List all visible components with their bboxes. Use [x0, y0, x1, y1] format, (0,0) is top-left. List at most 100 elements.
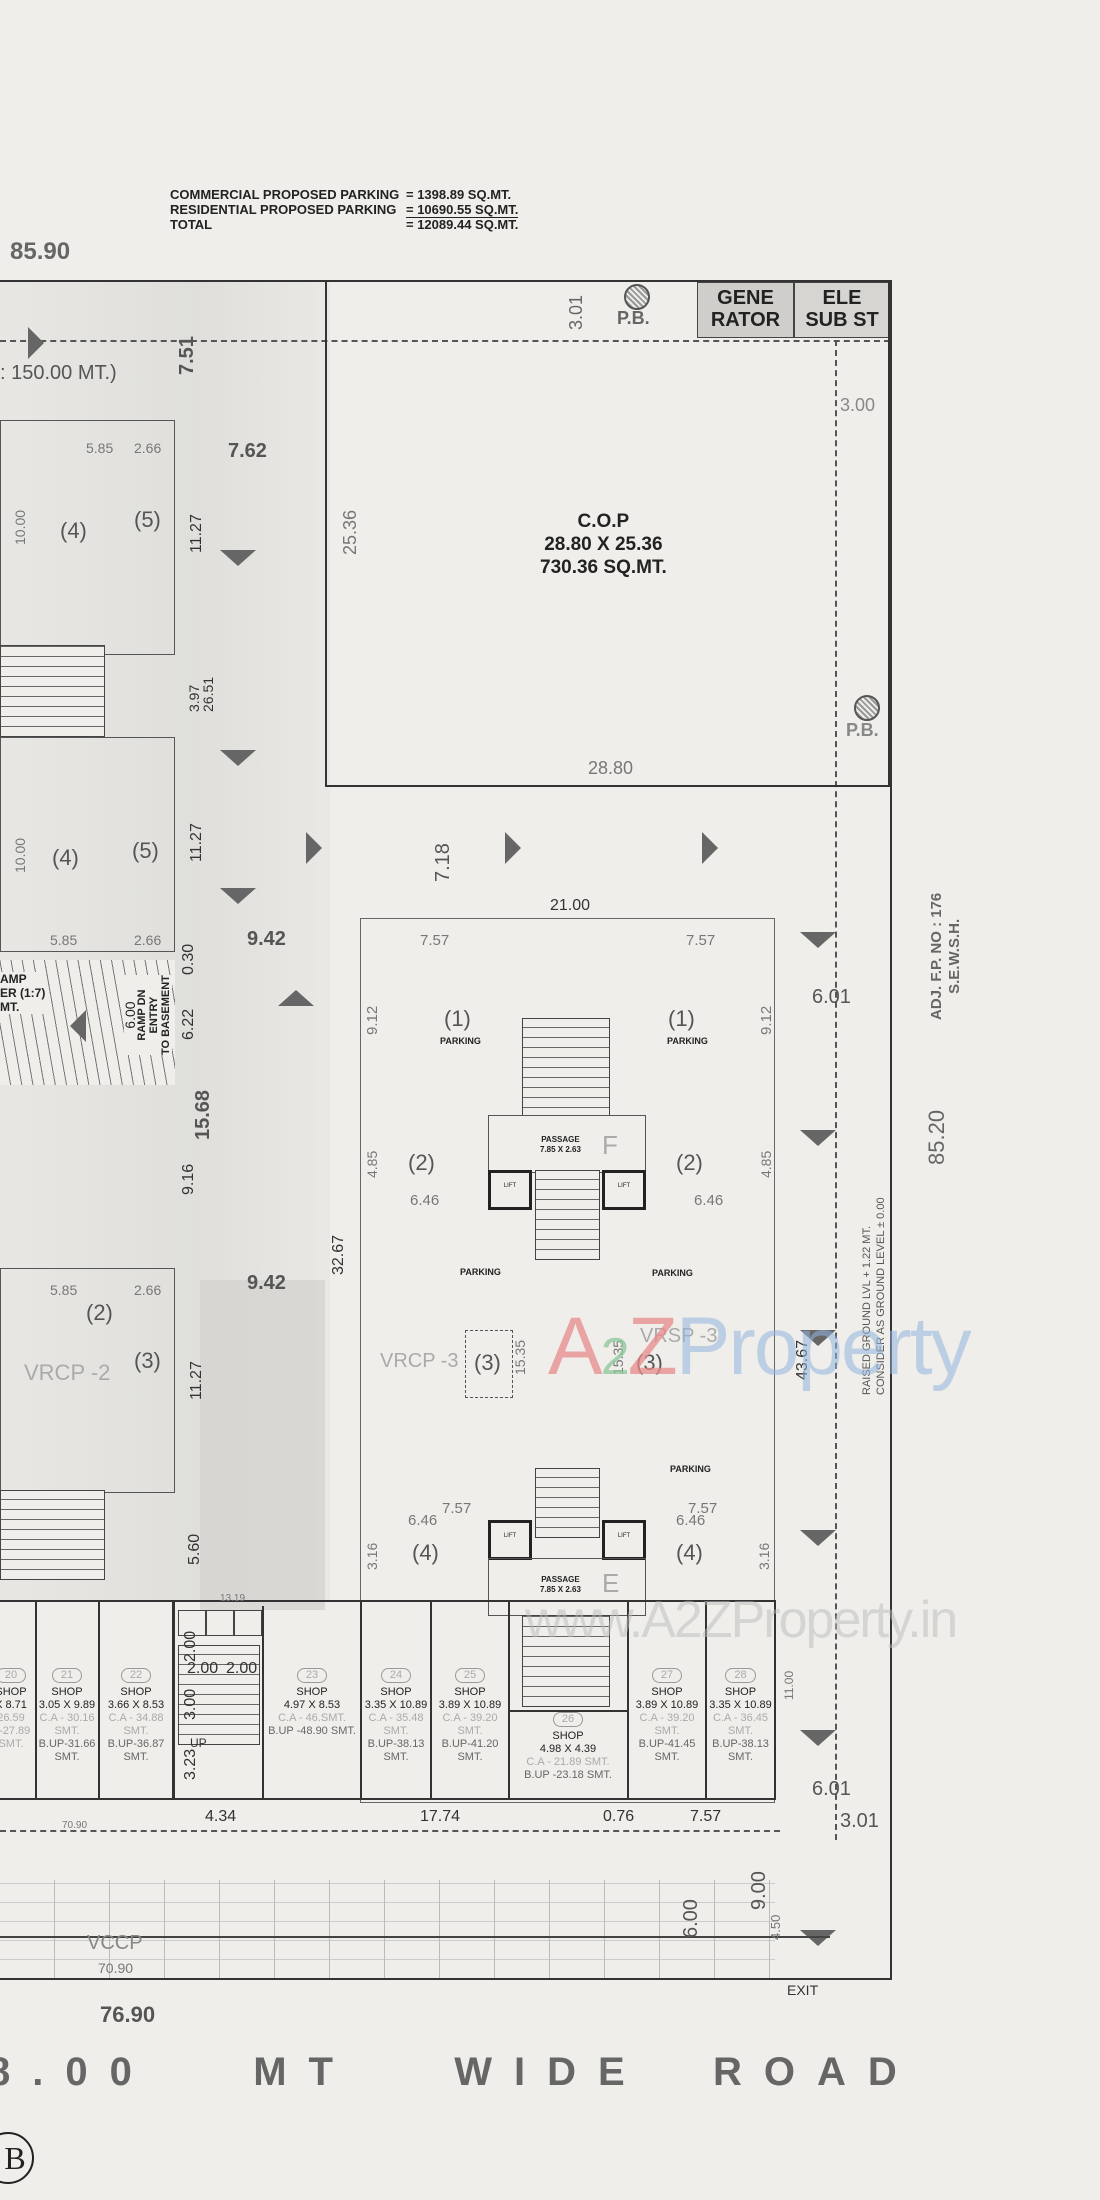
dim-2100: 21.00	[550, 897, 591, 914]
lift-e-left: LIFT	[488, 1520, 532, 1560]
dim-485-right: 4.85	[758, 1150, 774, 1178]
dim-316-right: 3.16	[756, 1542, 772, 1570]
stair-f-upper	[522, 1018, 610, 1118]
right-arrow-4	[800, 1530, 836, 1546]
tower-unit-3-right: (3)	[636, 1350, 663, 1375]
toilet-block	[178, 1610, 262, 1636]
dim-485-left: 4.85	[364, 1150, 380, 1178]
unit-4-upper: (4)	[60, 518, 87, 543]
unit-5-upper: (5)	[134, 507, 161, 532]
shop-wall-1	[35, 1600, 37, 1800]
shop-wall-5	[360, 1600, 362, 1800]
unit-4-mid: (4)	[52, 845, 79, 870]
drive-arrow-down-1	[220, 550, 256, 566]
dim-1127-a: 11.27	[188, 514, 205, 553]
vccp-label: VCCP	[87, 1932, 143, 1954]
drive-arrow-up	[278, 990, 314, 1006]
ramp-arrow-icon	[70, 1010, 86, 1042]
tower-unit-2-left: (2)	[408, 1150, 435, 1175]
dim-1127-c: 11.27	[188, 1361, 205, 1400]
shop-20: 20SHOPX 8.71 26.59P-27.89 SMT.	[0, 1668, 36, 1751]
pb-icon	[624, 284, 650, 310]
dim-266-b: 2.66	[134, 932, 162, 948]
core-up-label: UP	[190, 1736, 207, 1750]
dim-942-b: 9.42	[247, 1272, 286, 1294]
lift-e-right: LIFT	[602, 1520, 646, 1560]
parking-summary: COMMERCIAL PROPOSED PARKING= 1398.89 SQ.…	[170, 187, 519, 232]
right-arrow-2	[800, 1130, 836, 1146]
cop-width-dim: 28.80	[588, 758, 634, 778]
unit-2-lower: (2)	[86, 1300, 113, 1325]
dim-942-a: 9.42	[247, 928, 286, 950]
dim-646-c: 6.46	[408, 1512, 438, 1529]
core-dim-200-c: 2.00	[182, 1630, 199, 1662]
stair-e-upper	[535, 1468, 600, 1538]
stair-e-lower	[522, 1615, 610, 1707]
dim-757-bottom: 7.57	[690, 1808, 722, 1825]
shop-core-stair	[178, 1645, 260, 1745]
left-stair-2	[0, 1490, 105, 1580]
vrcp-2-label: VRCP -2	[24, 1360, 111, 1385]
dim-1000-a: 10.00	[12, 509, 28, 545]
right-arrow-3	[800, 1330, 836, 1346]
parking-label-1-left: PARKING	[440, 1036, 481, 1046]
shops-top-wall	[0, 1600, 775, 1602]
unit-5-mid: (5)	[132, 838, 159, 863]
dim-585-c: 5.85	[50, 1282, 78, 1298]
core-dim-200-a: 2.00	[187, 1660, 219, 1677]
dim-1319: 13.19	[220, 1593, 246, 1604]
shop-wall-7	[508, 1600, 510, 1800]
core-dim-200-b: 2.00	[226, 1660, 258, 1677]
pb-label-right: P.B.	[846, 720, 879, 740]
drive-arrow-down-2	[220, 750, 256, 766]
cop-area	[325, 282, 890, 787]
dim-900: 9.00	[748, 1871, 770, 1910]
right-arrow-1	[800, 932, 836, 948]
dim-585-b: 5.85	[50, 932, 78, 948]
dim-601-b: 6.01	[812, 1778, 851, 1800]
dim-622: 6.22	[180, 1008, 197, 1040]
dim-646-b: 6.46	[694, 1192, 724, 1209]
drive-arrow-right-3	[702, 832, 718, 864]
unit-3-lower: (3)	[134, 1348, 161, 1373]
vccp-parking-strip	[0, 1880, 775, 1978]
dim-912-right: 9.12	[758, 1005, 775, 1035]
core-dim-300: 3.00	[182, 1688, 199, 1720]
dim-757-left-bot: 7.57	[442, 1500, 472, 1517]
core-dim-323: 3.23	[182, 1748, 199, 1780]
dim-762: 7.62	[228, 440, 267, 462]
vccp-centerline	[0, 1936, 830, 1938]
dim-076: 0.76	[603, 1808, 635, 1825]
top-left-dimension: 85.90	[10, 238, 71, 265]
right-arrow-5	[800, 1730, 836, 1746]
dim-right-gap: 3.00	[840, 395, 876, 415]
pb-icon-right	[854, 695, 880, 721]
driveway-shading	[200, 1280, 325, 1610]
watermark-logo: A2ZProperty	[548, 1301, 972, 1392]
dim-560: 5.60	[186, 1533, 203, 1565]
section-marker: B	[0, 2132, 34, 2184]
tower-block	[360, 918, 775, 1803]
shop-wall-2	[98, 1600, 100, 1800]
dim-450: 4.50	[768, 1914, 783, 1940]
parking-label-2-left: PARKING	[460, 1267, 501, 1277]
block-e-label: E	[602, 1568, 620, 1598]
vrcp-3-label: VRCP -3	[380, 1350, 459, 1372]
bottom-boundary	[0, 1978, 892, 1980]
dim-646-d: 6.46	[676, 1512, 706, 1529]
watermark-url: www.A2ZProperty.in	[525, 1591, 958, 1649]
bottom-total-dim: 76.90	[100, 2002, 156, 2027]
